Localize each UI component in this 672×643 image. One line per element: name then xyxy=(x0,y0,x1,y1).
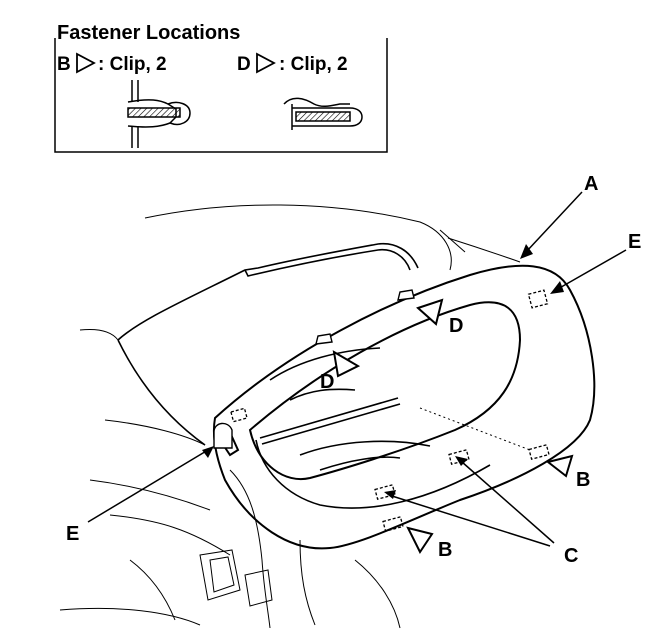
clip-b-section-icon xyxy=(128,80,190,148)
clip-d-triangle-icon xyxy=(257,54,274,72)
callout-a: A xyxy=(584,173,598,195)
callout-d-lower: D xyxy=(320,371,334,393)
clip-b-marker-right-icon xyxy=(548,456,572,476)
fastener-legend: Fastener Locations B : Clip, 2 D : Clip,… xyxy=(55,22,387,152)
frame-clip-tabs xyxy=(214,290,414,448)
glove-box-body xyxy=(118,244,490,508)
legend-item-b-letter: B xyxy=(57,54,71,75)
leader-arrowheads xyxy=(202,244,564,499)
legend-item-b-text: : Clip, 2 xyxy=(98,54,167,75)
hidden-fastener-slots xyxy=(231,290,549,531)
clip-type-markers xyxy=(334,300,572,552)
legend-title: Fastener Locations xyxy=(57,22,240,44)
clip-d-marker-upper-icon xyxy=(418,300,442,324)
callout-d-upper: D xyxy=(449,315,463,337)
legend-item-d-text: : Clip, 2 xyxy=(279,54,348,75)
legend-item-d-letter: D xyxy=(237,54,251,75)
legend-frame xyxy=(55,38,387,152)
leader-lines xyxy=(88,192,626,546)
glove-box-frame xyxy=(214,266,594,549)
hidden-edge-line xyxy=(420,408,530,450)
callout-b-lower: B xyxy=(438,539,452,561)
callout-labels: A E D D B B C E xyxy=(66,173,641,567)
callout-b-right: B xyxy=(576,469,590,491)
dashboard-background xyxy=(60,205,520,628)
callout-e-left: E xyxy=(66,523,79,545)
callout-e-right: E xyxy=(628,231,641,253)
callout-c: C xyxy=(564,545,578,567)
clip-d-marker-lower-icon xyxy=(334,352,358,376)
clip-b-triangle-icon xyxy=(77,54,94,72)
clip-b-marker-lower-icon xyxy=(408,528,432,552)
clip-d-section-icon xyxy=(284,98,362,130)
